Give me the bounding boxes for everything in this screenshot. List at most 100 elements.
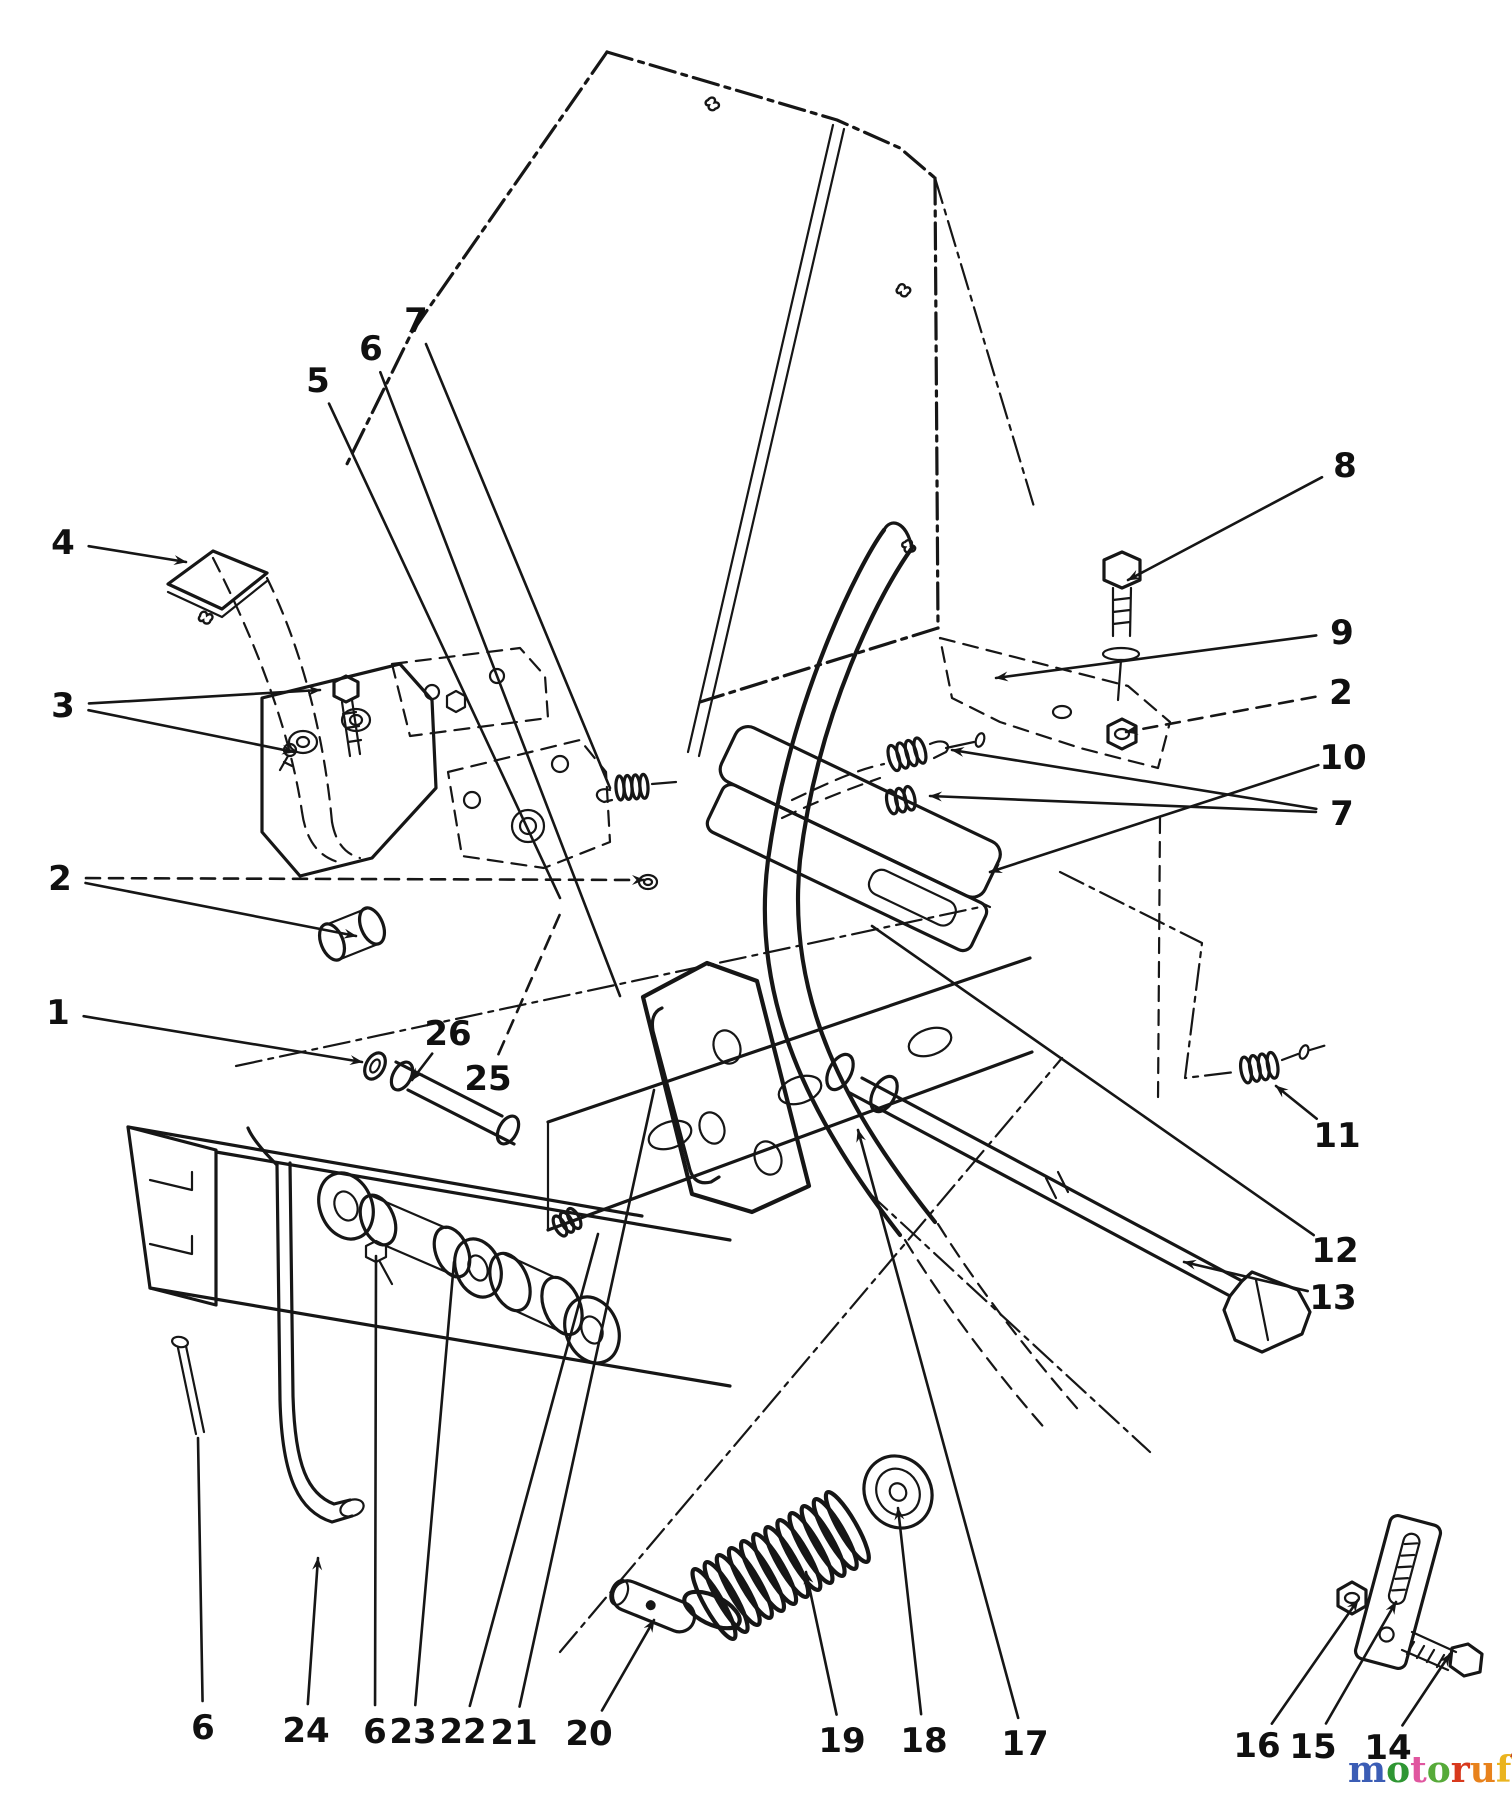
- leader-line: [497, 912, 562, 1056]
- watermark-motoruf: motoruf’.de: [1348, 1752, 1512, 1788]
- watermark-letter: r: [1450, 1749, 1470, 1791]
- leader-line: [84, 874, 646, 885]
- callout-number: 17: [1001, 1724, 1048, 1764]
- callout-number: 12: [1311, 1231, 1358, 1271]
- callout-14: 14: [1364, 1652, 1452, 1768]
- part-bent-rod: [246, 1126, 365, 1524]
- spring-coil-loop: [787, 1510, 835, 1586]
- leader-line: [468, 1232, 600, 1708]
- callout-number: 23: [389, 1712, 436, 1752]
- callout-6: 6: [191, 1436, 215, 1748]
- callout-18: 18: [894, 1506, 948, 1761]
- callout-number: 21: [490, 1713, 537, 1753]
- callout-number: 6: [191, 1708, 215, 1748]
- part-spring-lower: [884, 784, 917, 816]
- callout-number: 7: [1330, 794, 1354, 834]
- spring-coil-loop: [775, 1517, 823, 1593]
- part-spring-left: [614, 772, 650, 802]
- part-spring-upper: [886, 736, 928, 773]
- spring-coil-loop: [895, 741, 911, 770]
- spring-coil-loop: [714, 1552, 762, 1628]
- callout-19: 19: [803, 1570, 866, 1761]
- callout-number: 8: [1333, 446, 1357, 486]
- part-rod-13: [825, 1052, 1312, 1354]
- part-bolt-8: [1101, 550, 1142, 702]
- phantom-construction-lines: [234, 176, 1237, 1654]
- leader-line: [950, 746, 1318, 811]
- leader-line: [928, 791, 1318, 814]
- spring-coil-loop: [886, 743, 902, 773]
- callout-13: 13: [1182, 1259, 1357, 1318]
- callout-number: 18: [900, 1721, 947, 1761]
- spring-coil-loop: [763, 1524, 811, 1600]
- leader-line: [870, 924, 1315, 1237]
- spring-coil-loop: [638, 772, 650, 800]
- part-right-bracket: [938, 636, 1172, 770]
- part-spring-large-ends: [682, 1589, 742, 1631]
- part-washer-18: [862, 1454, 934, 1530]
- leader-line: [518, 1088, 656, 1708]
- leader-line: [327, 402, 562, 900]
- watermark-tick: ’: [1509, 1752, 1512, 1768]
- part-bolt-6-mid: [364, 1239, 394, 1286]
- leader-line: [600, 1618, 656, 1712]
- part-phantom-housing-panel: [196, 50, 940, 758]
- part-spring-11-extras: [1280, 1042, 1332, 1062]
- callout-4: 4: [51, 523, 188, 566]
- callout-number: 13: [1309, 1278, 1356, 1318]
- part-center-bracket: [640, 960, 812, 1215]
- leader-line: [82, 1014, 364, 1065]
- leader-line: [424, 342, 612, 790]
- callout-21: 21: [490, 1088, 656, 1753]
- spring-coil-loop: [690, 1566, 738, 1642]
- callout-6: 6: [363, 1254, 387, 1752]
- callout-9: 9: [994, 613, 1354, 682]
- spring-coil-loop: [738, 1538, 787, 1614]
- spring-coil-loop: [702, 1559, 750, 1635]
- part-spring-upper-extras: [780, 732, 986, 820]
- leader-line: [410, 1052, 434, 1082]
- leader-line: [988, 763, 1320, 874]
- part-spring-large: [690, 1489, 871, 1642]
- spring-coil-loop: [902, 784, 917, 812]
- leader-line: [87, 708, 296, 755]
- callout-24: 24: [282, 1556, 330, 1751]
- callout-25: 25: [464, 912, 562, 1099]
- part-pedal-arm: [762, 521, 1084, 1434]
- leader-line: [994, 634, 1318, 682]
- callout-7: 7: [928, 746, 1354, 834]
- part-spring-bracket: [551, 1206, 583, 1238]
- callout-3: 3: [51, 685, 322, 755]
- spring-coil-loop: [912, 736, 928, 765]
- callout-22: 22: [439, 1232, 600, 1752]
- part-shaft-hubs: [317, 1171, 621, 1365]
- spring-coil-loop: [903, 738, 919, 768]
- callout-17: 17: [856, 1128, 1049, 1764]
- callout-number: 11: [1313, 1116, 1360, 1156]
- leader-line: [196, 1436, 204, 1703]
- leader-line: [1401, 1652, 1452, 1727]
- leader-line: [306, 1556, 323, 1706]
- callout-20: 20: [565, 1618, 656, 1754]
- leader-line: [1274, 1084, 1319, 1121]
- leader-line: [84, 881, 358, 939]
- callout-6: 6: [359, 329, 622, 998]
- callout-1: 1: [46, 993, 364, 1065]
- callout-number: 22: [439, 1712, 486, 1752]
- leader-line: [1324, 1600, 1398, 1725]
- callout-12: 12: [870, 924, 1359, 1271]
- part-left-bracket: [260, 646, 659, 962]
- leader-line: [87, 685, 322, 705]
- part-pin-6-left: [171, 1335, 206, 1436]
- watermark-letter: o: [1426, 1749, 1451, 1791]
- part-spring-11: [1238, 1050, 1280, 1085]
- watermark-word: motoruf: [1348, 1749, 1511, 1791]
- callout-number: 25: [464, 1059, 511, 1099]
- part-pedal-pad: [705, 724, 1002, 953]
- leader-line: [413, 1260, 456, 1707]
- watermark-letter: t: [1410, 1749, 1427, 1791]
- callout-number: 2: [48, 859, 72, 899]
- leader-line: [1126, 475, 1324, 582]
